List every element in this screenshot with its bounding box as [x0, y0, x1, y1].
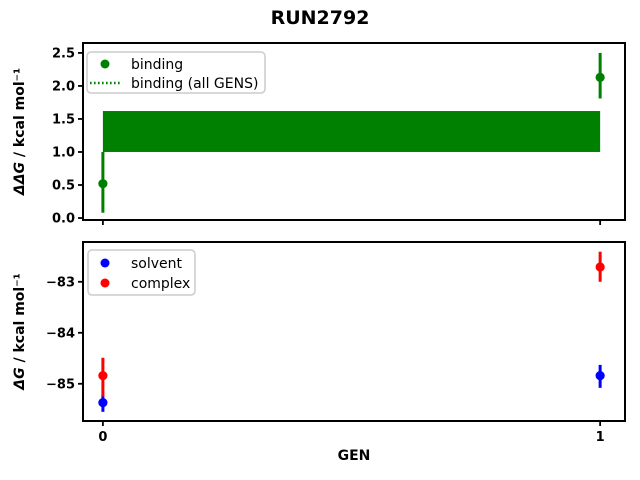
legend-box	[87, 249, 196, 296]
y-tick-label: −83	[46, 275, 75, 290]
series-complex	[98, 251, 605, 397]
complex-legend-marker	[100, 278, 110, 288]
dg-subplot: −83 −84 −85 0 1 ΔG / kcal mol⁻¹ GEN solvent comp…	[12, 241, 626, 464]
x-tick-label: 0	[98, 430, 107, 445]
binding-point	[595, 72, 605, 82]
binding-legend-marker	[100, 59, 110, 69]
series-binding	[98, 52, 605, 213]
legend: solvent complex	[87, 249, 196, 296]
legend-label: binding (all GENS)	[131, 76, 258, 92]
all-gens-band	[102, 111, 601, 152]
solvent-legend-marker	[100, 258, 110, 268]
y-tick-label: 0.0	[52, 212, 75, 227]
series-solvent	[98, 364, 605, 412]
y-tick-label: −84	[46, 326, 75, 341]
y-tick-label: 2.0	[52, 79, 75, 94]
axes-spines	[82, 42, 626, 221]
y-tick-label: 1.5	[52, 112, 75, 127]
y-tick-label: 2.5	[52, 46, 75, 61]
legend-label: solvent	[131, 256, 183, 272]
legend: binding binding (all GENS)	[86, 51, 266, 94]
x-tick-label: 1	[596, 430, 605, 445]
complex-point	[98, 371, 108, 381]
y-axis-label: ΔG / kcal mol⁻¹	[12, 273, 28, 390]
x-axis-label: GEN	[338, 448, 371, 464]
axes-spines	[82, 241, 626, 422]
solvent-point	[98, 398, 108, 408]
legend-label: binding	[131, 57, 183, 73]
figure-title: RUN2792	[271, 7, 370, 29]
y-axis-label: ΔΔG / kcal mol⁻¹	[12, 68, 28, 196]
y-tick-label: 1.0	[52, 145, 75, 160]
legend-label: complex	[131, 276, 190, 292]
y-tick-label: −85	[46, 377, 75, 392]
legend-box	[86, 51, 266, 94]
complex-point	[595, 262, 605, 272]
binding-point	[98, 179, 108, 189]
y-tick-label: 0.5	[52, 178, 75, 193]
solvent-point	[595, 371, 605, 381]
